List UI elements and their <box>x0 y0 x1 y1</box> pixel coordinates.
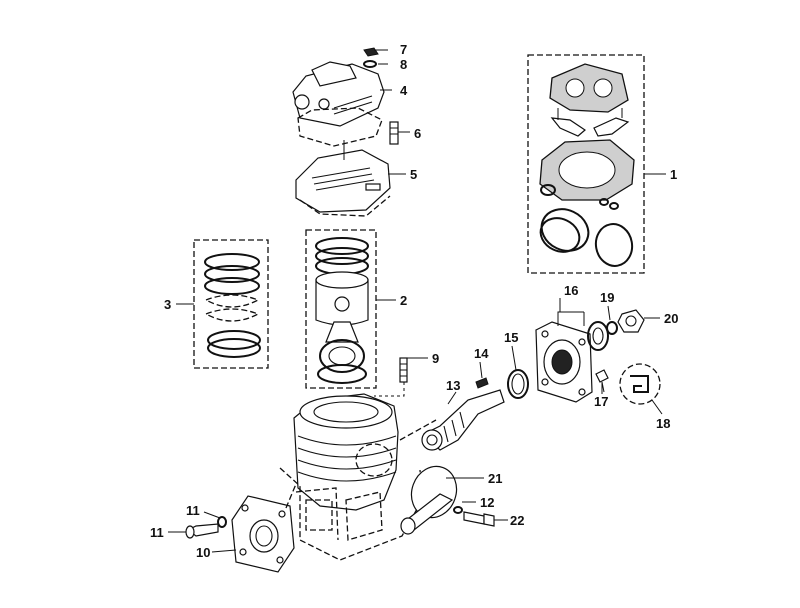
callout-19: 19 <box>600 290 614 305</box>
callout-4: 4 <box>400 83 408 98</box>
valve-plate-group <box>295 140 391 217</box>
bearing-flange-group <box>535 309 661 405</box>
cylinder-head-group <box>292 47 399 147</box>
callout-3: 3 <box>164 297 171 312</box>
callout-13: 13 <box>446 378 460 393</box>
cover-shaft-group <box>400 465 495 535</box>
crankshaft-group <box>421 377 505 451</box>
callout-18: 18 <box>656 416 670 431</box>
callout-9: 7 <box>400 42 407 57</box>
callout-15: 15 <box>504 330 518 345</box>
callout-8: 8 <box>400 57 407 72</box>
callout-11a: 11 <box>186 503 200 518</box>
piston-conrod-group <box>305 229 377 389</box>
stud-group <box>374 357 408 397</box>
end-cover-group <box>185 483 297 573</box>
crankcase-group <box>279 393 437 561</box>
callout-16: 16 <box>564 283 578 298</box>
callout-12: 11 <box>150 525 164 540</box>
callout-10: 10 <box>196 545 210 560</box>
callout-labels: 7 8 4 6 5 1 3 2 9 14 15 13 16 19 20 17 1… <box>150 42 678 560</box>
leader-lines <box>168 49 666 553</box>
callout-5: 5 <box>410 167 417 182</box>
callout-17: 17 <box>594 394 608 409</box>
callout-14: 14 <box>474 346 489 361</box>
callout-1: 1 <box>670 167 677 182</box>
callout-22: 22 <box>510 513 524 528</box>
callout-2: 2 <box>400 293 407 308</box>
callout-21: 21 <box>488 471 502 486</box>
callout-11b: 12 <box>480 495 494 510</box>
callout-6: 6 <box>414 126 421 141</box>
callout-20: 20 <box>664 311 678 326</box>
seal-ring <box>507 369 529 399</box>
piston-rings-group <box>193 239 269 369</box>
gasket-kit-group <box>527 54 645 274</box>
callout-7: 9 <box>432 351 439 366</box>
